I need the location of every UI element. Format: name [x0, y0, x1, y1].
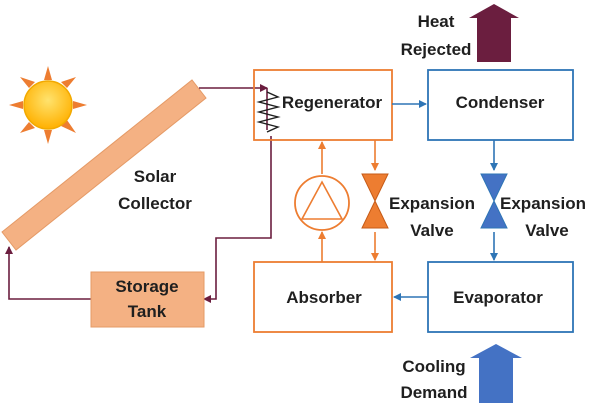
absorber-label: Absorber [286, 288, 362, 307]
regenerator-heating-coil [256, 91, 281, 133]
heat-rejected-label: Rejected [401, 40, 472, 59]
expansion-valve-left-label: Expansion [389, 194, 475, 213]
expansion-valve-right-icon [480, 173, 508, 229]
expansion-valve-left-icon [361, 173, 389, 229]
regenerator-label: Regenerator [282, 93, 383, 112]
solar-collector-label: Solar [134, 167, 177, 186]
evaporator-label: Evaporator [453, 288, 543, 307]
heat-rejected-label: Heat [418, 12, 455, 31]
storage-tank-box [90, 271, 205, 328]
absorption-loop-pipes [318, 140, 379, 262]
expansion-valve-left-label: Valve [410, 221, 454, 240]
cooling-demand-label: Demand [400, 383, 467, 402]
regenerator-box [253, 69, 393, 141]
heat-rejected-arrow [469, 4, 519, 62]
condenser-label: Condenser [456, 93, 545, 112]
condenser-box [427, 69, 574, 141]
solar-collector-panel [1, 79, 207, 251]
expansion-valve-right-label: Valve [525, 221, 569, 240]
storage-tank-label: Tank [128, 302, 167, 321]
refrigerant-loop-pipes [392, 100, 498, 301]
solar-loop-pipes [5, 84, 272, 303]
absorber-box [253, 261, 393, 333]
pump-icon [294, 175, 350, 231]
cooling-demand-label: Cooling [402, 357, 465, 376]
expansion-valve-right-label: Expansion [500, 194, 586, 213]
cooling-demand-arrow [470, 344, 522, 403]
solar-collector-label: Collector [118, 194, 192, 213]
storage-tank-label: Storage [115, 277, 178, 296]
sun-icon [9, 66, 87, 144]
